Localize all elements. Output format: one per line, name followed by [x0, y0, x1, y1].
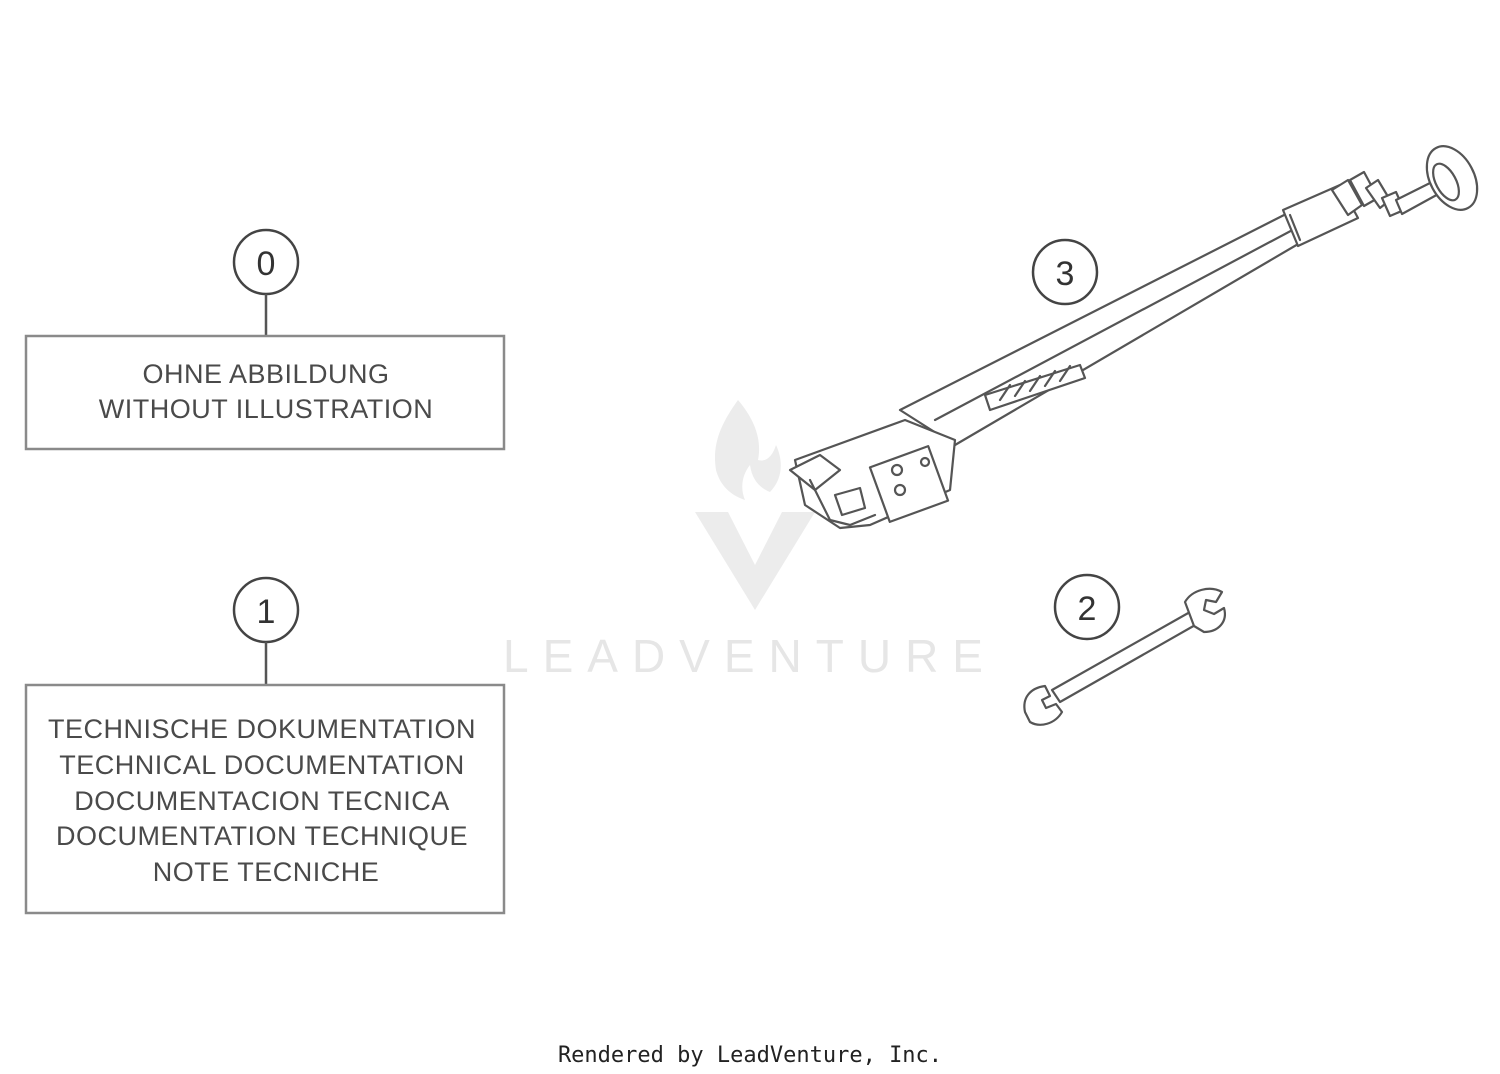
callout-3-number: 3: [1056, 255, 1075, 293]
box1-line-5: NOTE TECNICHE: [153, 857, 380, 887]
callout-2[interactable]: 2: [1053, 573, 1121, 641]
flame-v-logo: [695, 400, 815, 610]
box1-line-2: TECHNICAL DOCUMENTATION: [59, 750, 465, 780]
box-technical-documentation: TECHNISCHE DOKUMENTATION TECHNICAL DOCUM…: [24, 683, 506, 915]
callout-1[interactable]: 1: [232, 576, 300, 685]
box0-line-2: WITHOUT ILLUSTRATION: [99, 394, 434, 424]
callout-0-number: 0: [257, 245, 276, 283]
watermark: LEADVENTURE: [503, 400, 997, 682]
open-end-wrench-drawing[interactable]: [1023, 587, 1226, 726]
callout-0[interactable]: 0: [232, 228, 300, 336]
box1-line-4: DOCUMENTATION TECHNIQUE: [56, 821, 468, 851]
callout-3[interactable]: 3: [1031, 238, 1099, 306]
box1-line-1: TECHNISCHE DOKUMENTATION: [48, 714, 476, 744]
callout-1-number: 1: [257, 593, 276, 631]
box-without-illustration: OHNE ABBILDUNG WITHOUT ILLUSTRATION: [24, 334, 506, 451]
watermark-text: LEADVENTURE: [503, 630, 997, 682]
box1-line-3: DOCUMENTACION TECNICA: [74, 786, 450, 816]
kickstand-drawing[interactable]: [788, 138, 1487, 530]
footer-credit: Rendered by LeadVenture, Inc.: [558, 1043, 942, 1068]
box0-line-1: OHNE ABBILDUNG: [142, 359, 389, 389]
callout-2-number: 2: [1078, 590, 1097, 628]
